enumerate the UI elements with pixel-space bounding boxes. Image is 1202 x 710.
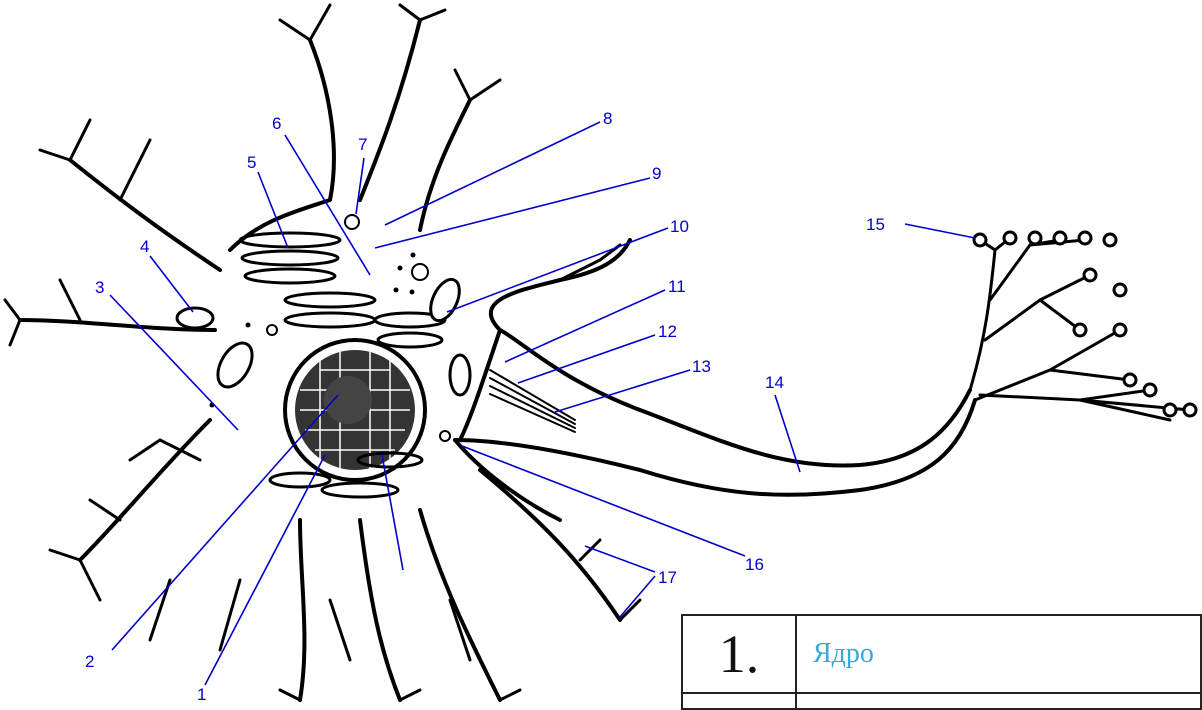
row-answer[interactable]: [796, 693, 1201, 709]
neuron-drawing: [5, 5, 1196, 700]
axon-hillock-lines: [490, 370, 575, 432]
axon-upper: [500, 330, 970, 466]
label-11: 11: [668, 277, 686, 296]
label-12: 12: [658, 322, 677, 341]
label-3: 3: [95, 278, 104, 297]
label-8: 8: [603, 109, 612, 128]
label-4: 4: [140, 237, 149, 256]
label-16: 16: [745, 555, 764, 574]
nucleolus: [324, 376, 372, 424]
table-row: [682, 693, 1201, 709]
label-15: 15: [866, 215, 885, 234]
label-2: 2: [85, 652, 94, 671]
label-1: 1: [197, 685, 206, 704]
row-number: 1.: [682, 615, 796, 693]
label-14: 14: [765, 373, 784, 392]
table-row: 1. Ядро: [682, 615, 1201, 693]
label-5: 5: [247, 153, 256, 172]
label-17: 17: [658, 568, 677, 587]
label-9: 9: [652, 164, 661, 183]
answer-table: 1. Ядро: [681, 614, 1202, 710]
row-answer[interactable]: Ядро: [796, 615, 1201, 693]
label-10: 10: [670, 217, 689, 236]
row-number: [682, 693, 796, 709]
label-7: 7: [358, 135, 367, 154]
label-6: 6: [272, 114, 281, 133]
label-13: 13: [692, 357, 711, 376]
pointer-lines: [110, 122, 975, 685]
